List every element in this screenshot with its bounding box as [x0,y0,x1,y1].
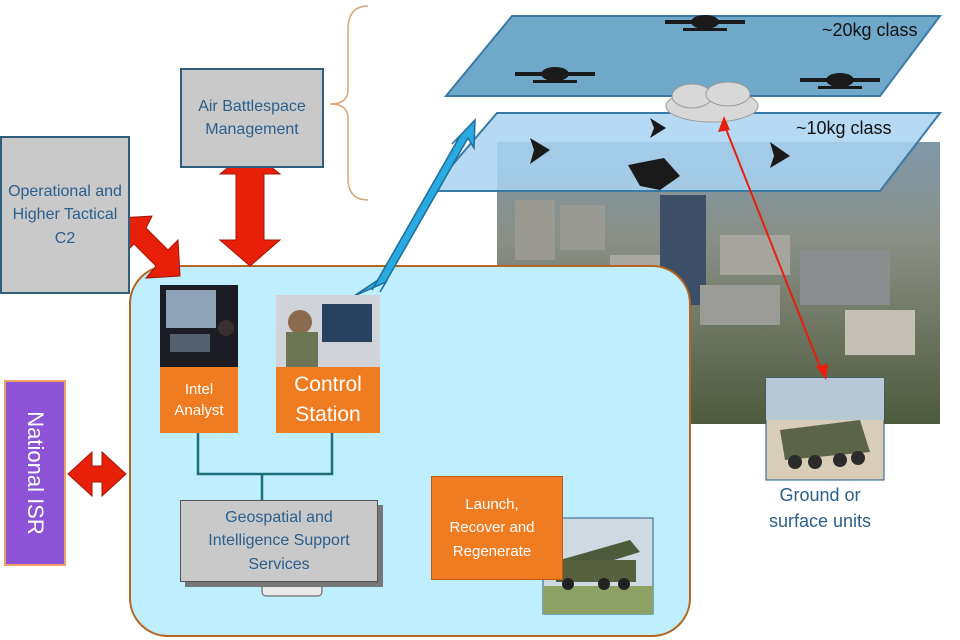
brace-bracket [329,5,369,201]
geospatial-box: Geospatial and Intelligence Support Serv… [180,500,378,582]
intel-analyst-box: Intel Analyst [160,367,238,433]
launch-label: Launch, Recover and Regenerate [449,496,535,560]
control-station-label: Control Station [294,372,362,426]
connector-lines [196,432,334,500]
national-isr-arrow [67,450,127,498]
operational-c2-label: Operational and Higher Tactical C2 [8,183,122,247]
class-10kg-label: ~10kg class [796,118,892,138]
class-20kg-label: ~20kg class [822,20,918,40]
air-battlespace-box: Air Battlespace Management [180,68,324,168]
launch-box: Launch, Recover and Regenerate [431,476,563,580]
uav-large-icon [515,15,880,89]
national-isr-label: National ISR [23,411,48,535]
control-station-photo [276,295,380,367]
uav-small-icon [530,118,790,190]
national-isr-box: National ISR [4,380,66,566]
ground-vehicle-photo [765,377,885,481]
air-battlespace-arrow [218,149,282,267]
geospatial-label: Geospatial and Intelligence Support Serv… [208,509,350,573]
datalink-arrow [718,116,828,380]
control-link-arrow [353,118,476,297]
ground-units-caption: Ground or surface units [768,485,872,532]
intel-analyst-label: Intel Analyst [174,381,224,419]
operational-c2-arrow [119,215,181,279]
intel-analyst-photo [160,285,238,367]
control-station-box: Control Station [276,367,380,433]
cloud-icon [665,81,759,123]
operational-c2-box: Operational and Higher Tactical C2 [0,136,130,294]
server-tab [261,583,323,597]
air-battlespace-label: Air Battlespace Management [198,97,306,138]
